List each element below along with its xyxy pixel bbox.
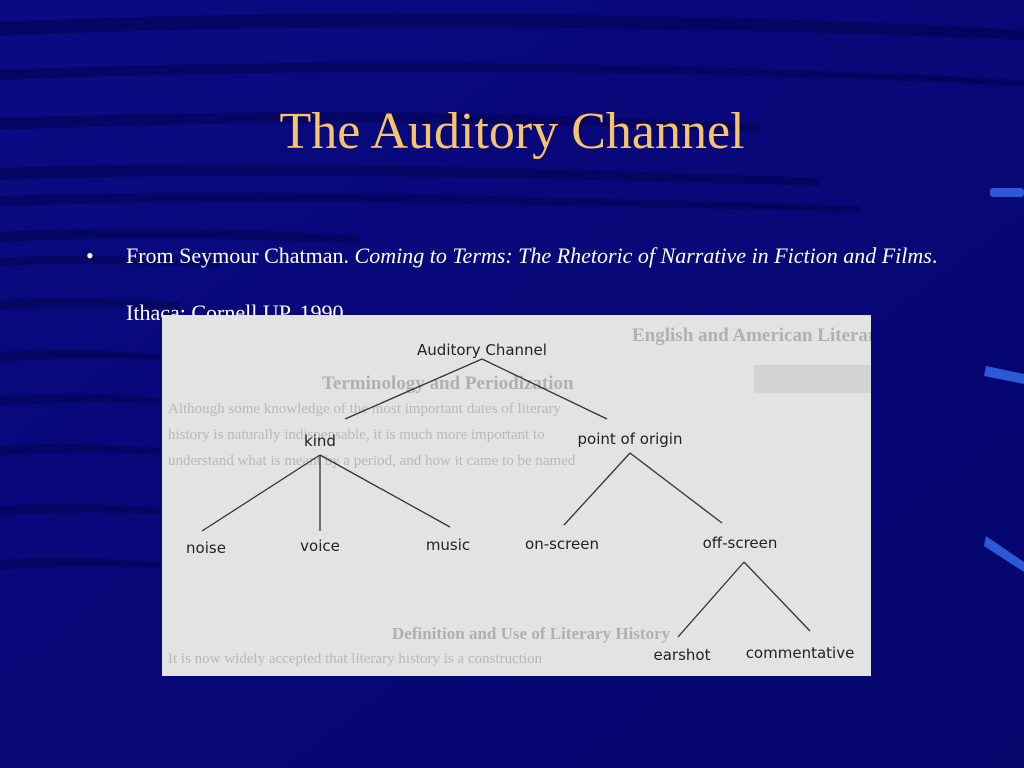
citation-author: From Seymour Chatman.: [126, 243, 355, 268]
node-kind: kind: [304, 432, 336, 450]
tree-edges: [201, 358, 811, 638]
node-point-of-origin: point of origin: [578, 430, 683, 448]
edge-offscreen-commentative: [743, 561, 811, 632]
citation-period: .: [343, 297, 351, 326]
slide-title: The Auditory Channel: [279, 103, 745, 160]
node-earshot: earshot: [654, 646, 711, 664]
node-off-screen: off-screen: [703, 534, 778, 552]
edge-root-origin: [481, 358, 608, 420]
scanned-diagram-image: English and American Literary History, T…: [162, 315, 871, 676]
bleed-heading-3: Definition and Use of Literary History: [392, 624, 671, 643]
edge-kind-music: [319, 454, 451, 528]
tree-nodes: Auditory Channel kind point of origin no…: [186, 341, 854, 664]
edge-offscreen-earshot: [677, 561, 745, 638]
node-noise: noise: [186, 539, 226, 557]
node-voice: voice: [300, 537, 340, 555]
node-music: music: [426, 536, 470, 554]
bleed-box: [754, 365, 871, 393]
citation-book-title: Coming to Terms: The Rhetoric of Narrati…: [354, 243, 932, 268]
node-commentative: commentative: [746, 644, 855, 662]
diagram-svg: English and American Literary History, T…: [168, 325, 871, 667]
edge-kind-noise: [201, 454, 321, 532]
edge-origin-offscreen: [629, 452, 723, 524]
edge-root-kind: [344, 358, 483, 420]
node-on-screen: on-screen: [525, 535, 599, 553]
background-streaks: [0, 13, 1024, 570]
bleed-heading-1: English and American Literary History,: [632, 325, 871, 346]
bullet-icon: •: [86, 243, 94, 268]
bleed-line-4: It is now widely accepted that literary …: [168, 651, 543, 667]
bleed-through-text: English and American Literary History, T…: [168, 325, 871, 667]
node-auditory-channel: Auditory Channel: [417, 341, 547, 359]
bleed-line-3: understand what is meant by a period, an…: [168, 453, 576, 469]
bleed-line-2: history is naturally indispensable, it i…: [168, 427, 545, 443]
bleed-heading-2: Terminology and Periodization: [322, 373, 574, 394]
edge-origin-onscreen: [563, 452, 631, 526]
decorative-dashes: [984, 188, 1024, 572]
bleed-line-1: Although some knowledge of the most impo…: [168, 401, 561, 417]
